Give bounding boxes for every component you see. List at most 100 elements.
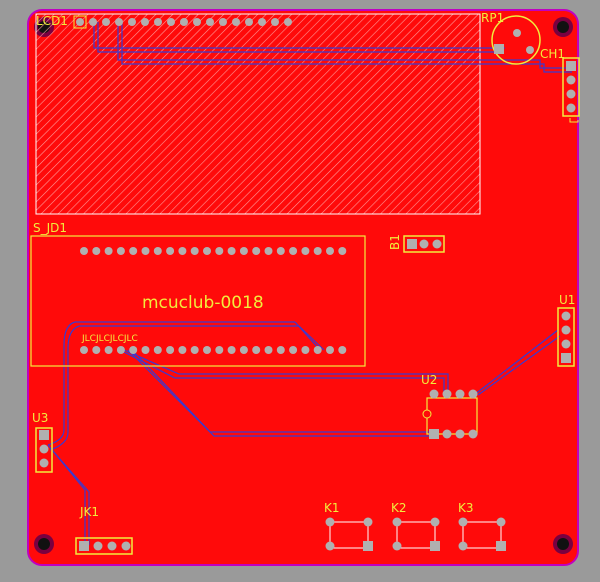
- pin-pad-icon: [153, 247, 162, 255]
- pin-pad-icon: [252, 346, 261, 354]
- ref-rp1: RP1: [481, 11, 504, 25]
- u2-chip: [422, 389, 478, 439]
- sjd1-header-marking: JLCJLCJLCJLC: [81, 334, 138, 344]
- b1-header: [403, 235, 445, 253]
- pin-pad-icon: [166, 247, 175, 255]
- pin-pad-icon: [39, 458, 49, 468]
- pin-pad-icon: [227, 247, 236, 255]
- pin-pad-icon: [89, 18, 97, 26]
- pin-pad-icon: [455, 429, 465, 439]
- pin-pad-icon: [276, 247, 285, 255]
- pushbutton-icon: [392, 517, 440, 551]
- pin-pad-icon: [338, 346, 347, 354]
- pin-pad-icon: [215, 247, 224, 255]
- mounting-hole-icon: [553, 17, 573, 37]
- pin-pad-icon: [92, 346, 101, 354]
- jk1-header: [75, 537, 133, 555]
- pin-pad-icon: [107, 541, 117, 551]
- pin-pad-icon: [442, 429, 452, 439]
- pin-pad-icon: [264, 247, 273, 255]
- pin-pad-icon: [129, 346, 138, 354]
- pin-pad-icon: [566, 89, 576, 99]
- pin-pad-icon: [258, 18, 266, 26]
- pin-pad-icon: [271, 18, 279, 26]
- pin-pad-icon: [219, 18, 227, 26]
- mounting-hole-icon: [553, 534, 573, 554]
- pin-pad-icon: [313, 346, 322, 354]
- u3-header: [35, 427, 53, 473]
- ref-k1: K1: [324, 501, 340, 515]
- pin-pad-icon: [167, 18, 175, 26]
- pin-pad-icon: [116, 346, 125, 354]
- ch1-header: [562, 57, 580, 123]
- pin-pad-icon: [180, 18, 188, 26]
- pin-pad-icon: [566, 103, 576, 113]
- ref-u2: U2: [421, 373, 437, 387]
- pin-pad-icon: [141, 346, 150, 354]
- pin-pad-icon: [561, 339, 571, 349]
- lcd-header-pins: [73, 15, 292, 29]
- pin-pad-icon: [313, 247, 322, 255]
- pin-pad-icon: [154, 18, 162, 26]
- pin-pad-icon: [102, 18, 110, 26]
- pin-pad-icon: [128, 18, 136, 26]
- pin-pad-icon: [232, 18, 240, 26]
- pin-pad-icon: [252, 247, 261, 255]
- ref-k2: K2: [391, 501, 407, 515]
- pin-pad-icon: [39, 444, 49, 454]
- pin-pad-icon: [206, 18, 214, 26]
- pin-pad-icon: [190, 247, 199, 255]
- pin-pad-icon: [80, 247, 88, 255]
- pin-pad-icon: [190, 346, 199, 354]
- pin-pad-icon: [264, 346, 273, 354]
- potentiometer-icon: [491, 15, 541, 65]
- pin-pad-icon: [284, 18, 292, 26]
- pin-pad-icon: [289, 346, 298, 354]
- pin-pad-icon: [104, 247, 113, 255]
- pin-pad-icon: [442, 389, 452, 399]
- sjd1-bottom-pins: [80, 346, 347, 354]
- ref-ch1: CH1: [540, 47, 565, 61]
- pin-pad-icon: [338, 247, 347, 255]
- pin-pad-icon: [301, 346, 310, 354]
- ref-k3: K3: [458, 501, 474, 515]
- pin-pad-icon: [429, 389, 439, 399]
- pin-pad-icon: [153, 346, 162, 354]
- pin-pad-icon: [92, 247, 101, 255]
- pin-pad-icon: [419, 239, 429, 249]
- pin-pad-icon: [104, 346, 113, 354]
- pin-pad-icon: [561, 325, 571, 335]
- pin-pad-icon: [193, 18, 201, 26]
- pin-pad-icon: [561, 311, 571, 321]
- pin-pad-icon: [141, 18, 149, 26]
- pin-pad-icon: [116, 247, 125, 255]
- pin-pad-icon: [121, 541, 131, 551]
- pin-pad-icon: [178, 346, 187, 354]
- board-title: mcuclub-0018: [142, 293, 264, 313]
- pin-pad-icon: [276, 346, 285, 354]
- pin-pad-icon: [76, 18, 84, 26]
- pin-pad-icon: [432, 239, 442, 249]
- lcd-body: [35, 13, 481, 215]
- ref-u3: U3: [32, 411, 48, 425]
- u1-header: [557, 307, 575, 367]
- ref-b1: B1: [388, 234, 402, 250]
- pin-pad-icon: [245, 18, 253, 26]
- sjd1-outline: [30, 235, 366, 367]
- pin-pad-icon: [227, 346, 236, 354]
- mounting-hole-icon: [34, 534, 54, 554]
- pin-pad-icon: [301, 247, 310, 255]
- sjd1-top-pins: [80, 247, 347, 255]
- pushbutton-icon: [458, 517, 506, 551]
- ref-sjd1: S_JD1: [33, 221, 67, 235]
- pin-pad-icon: [178, 247, 187, 255]
- pin-pad-icon: [166, 346, 175, 354]
- pin-pad-icon: [566, 75, 576, 85]
- pin-pad-icon: [203, 346, 211, 354]
- pushbutton-icon: [325, 517, 373, 551]
- traces: [47, 22, 572, 545]
- pin-pad-icon: [468, 429, 478, 439]
- pin-pad-icon: [289, 247, 298, 255]
- pin-pad-icon: [326, 346, 334, 354]
